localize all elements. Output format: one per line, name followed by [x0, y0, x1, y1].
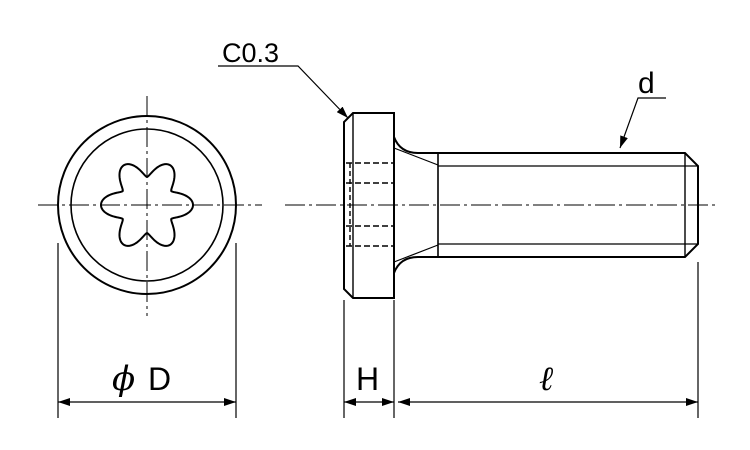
head-height-label: H — [356, 361, 379, 397]
fillet-tangent-top — [393, 147, 439, 166]
length-label: ℓ — [539, 359, 553, 399]
thread-diameter-label: d — [638, 67, 655, 100]
torx-recess-icon — [99, 163, 195, 247]
chamfer-label: C0.3 — [222, 38, 279, 68]
chamfer-leader — [218, 65, 349, 119]
head-chamfer-circle — [70, 128, 224, 282]
phi-symbol: ϕ — [112, 359, 135, 399]
end-view — [38, 96, 262, 316]
thread-diameter-leader — [619, 97, 666, 149]
screw-shank-outline — [393, 136, 699, 274]
dimensions — [57, 65, 699, 418]
recess-hidden-lines — [346, 162, 394, 247]
head-diameter-label: D — [148, 361, 171, 397]
side-view — [285, 112, 718, 299]
head-outer-circle — [57, 115, 237, 295]
fillet-tangent-bottom — [393, 244, 439, 263]
